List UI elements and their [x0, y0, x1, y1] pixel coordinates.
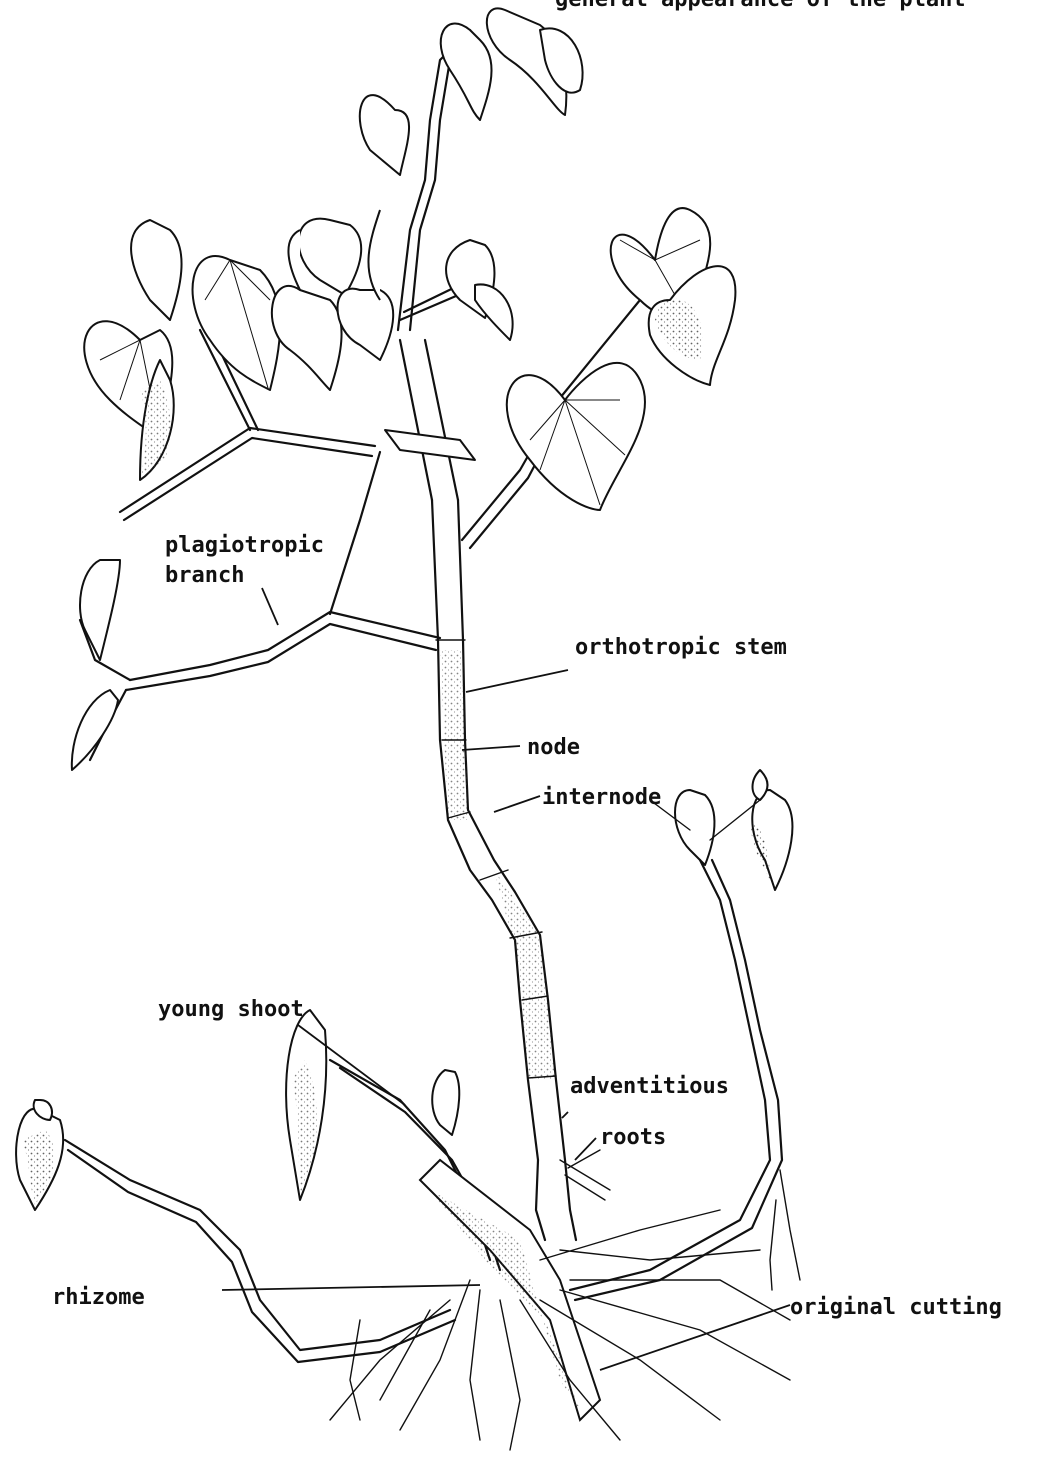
- roots-drawing: [330, 1150, 800, 1450]
- label-node: node: [527, 736, 580, 760]
- label-plagiotropic: plagiotropic: [165, 534, 324, 558]
- label-orthotropic-stem: orthotropic stem: [575, 636, 787, 660]
- label-internode: internode: [542, 786, 661, 810]
- label-young-shoot: young shoot: [158, 998, 304, 1022]
- label-roots: roots: [600, 1126, 666, 1150]
- label-branch: branch: [165, 564, 244, 588]
- label-original-cutting: original cutting: [790, 1296, 1002, 1320]
- label-adventitious: adventitious: [570, 1075, 729, 1099]
- leaves: [16, 8, 792, 1210]
- label-rhizome: rhizome: [52, 1286, 145, 1310]
